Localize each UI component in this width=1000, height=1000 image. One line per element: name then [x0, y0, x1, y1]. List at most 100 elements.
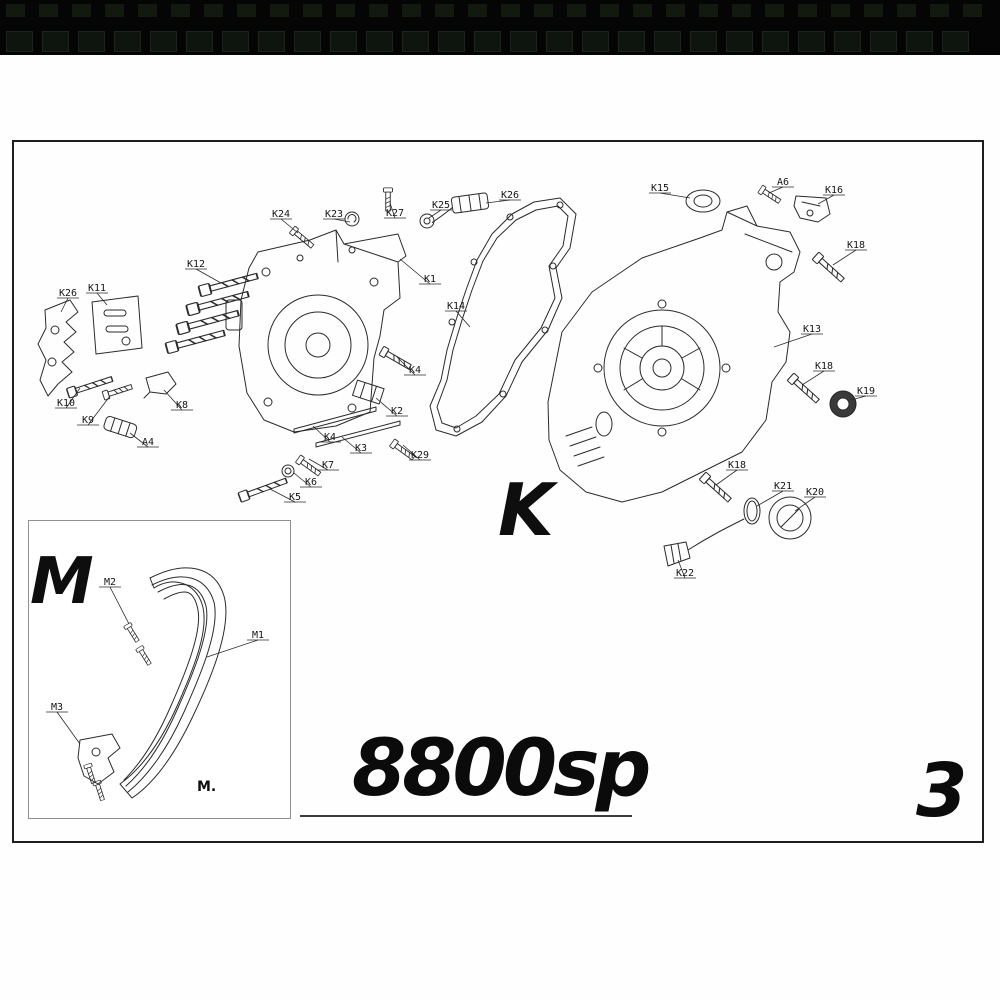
part-spike-plate — [37, 299, 79, 397]
film-frame — [582, 31, 609, 52]
svg-text:K11: K11 — [88, 283, 106, 294]
svg-text:K12: K12 — [187, 259, 205, 270]
film-frame — [474, 31, 501, 52]
film-frame — [270, 4, 289, 17]
film-frame — [204, 4, 223, 17]
filmstrip-row-bottom — [0, 31, 1000, 52]
svg-text:K5: K5 — [289, 492, 301, 503]
part-label-k2: K2 — [375, 397, 408, 417]
svg-text:K19: K19 — [857, 386, 875, 397]
film-frame — [171, 4, 190, 17]
film-frame — [633, 4, 652, 17]
film-frame — [336, 4, 355, 17]
part-label-k10: K10 — [55, 387, 81, 409]
part-front-handle — [119, 567, 227, 799]
svg-text:K1: K1 — [424, 274, 436, 285]
page-border-frame — [12, 140, 984, 843]
svg-text:K13: K13 — [803, 324, 821, 335]
film-frame — [78, 31, 105, 52]
film-frame — [831, 4, 850, 17]
part-oil-cap — [685, 189, 721, 213]
svg-text:K14: K14 — [447, 301, 465, 312]
part-rod-k3 — [315, 420, 401, 448]
film-frame — [510, 31, 537, 52]
film-frame — [369, 4, 388, 17]
svg-text:A6: A6 — [777, 177, 789, 188]
part-gasket — [429, 197, 577, 437]
film-frame — [435, 4, 454, 17]
part-label-k27: K27 — [384, 202, 406, 219]
film-frame — [864, 4, 883, 17]
part-label-m3: M3 — [46, 702, 81, 745]
svg-text:K15: K15 — [651, 183, 669, 194]
film-frame — [468, 4, 487, 17]
part-label-k3: K3 — [341, 436, 372, 454]
part-latch-lever — [143, 371, 177, 399]
part-seal — [829, 390, 857, 418]
part-bracket — [793, 195, 831, 223]
part-label-k5: K5 — [269, 488, 306, 503]
part-screw-k12-3 — [175, 307, 241, 336]
svg-text:K24: K24 — [272, 209, 290, 220]
svg-text:K26: K26 — [501, 190, 519, 201]
film-frame — [150, 31, 177, 52]
part-label-k1: K1 — [399, 258, 441, 285]
part-screw-k9 — [101, 381, 134, 401]
part-screw-k7 — [294, 454, 323, 479]
film-frame — [690, 31, 717, 52]
film-frame — [105, 4, 124, 17]
film-frame — [798, 31, 825, 52]
filmstrip — [0, 0, 1000, 55]
inset-letter-m: M — [30, 545, 94, 619]
film-frame — [798, 4, 817, 17]
part-label-k15: K15 — [649, 183, 691, 199]
svg-text:K2: K2 — [391, 406, 403, 417]
part-label-k24: K24 — [270, 209, 299, 234]
part-screw-k12-1 — [197, 269, 260, 298]
film-frame — [186, 31, 213, 52]
svg-text:K7: K7 — [322, 460, 334, 471]
part-label-k26: K26 — [485, 190, 521, 204]
film-frame — [366, 31, 393, 52]
part-screw-a6 — [757, 184, 783, 206]
title-underline — [300, 815, 632, 817]
part-label-a4: A4 — [129, 432, 159, 448]
part-label-a6: A6 — [768, 177, 794, 194]
svg-text:M2: M2 — [104, 577, 116, 588]
part-label-k22: K22 — [674, 559, 696, 579]
part-screw-k12-2 — [185, 288, 251, 317]
part-retainer — [663, 518, 745, 567]
part-label-k16: K16 — [817, 185, 845, 205]
part-label-k26: K26 — [57, 288, 79, 313]
part-label-k12: K12 — [185, 259, 222, 284]
film-frame — [726, 31, 753, 52]
part-fuel-cap — [768, 496, 812, 540]
part-left-crankcase — [225, 229, 407, 433]
film-frame — [303, 4, 322, 17]
film-frame — [6, 4, 25, 17]
part-label-k4: K4 — [312, 425, 341, 443]
film-frame — [237, 4, 256, 17]
film-frame — [765, 4, 784, 17]
film-frame — [6, 31, 33, 52]
film-frame — [906, 31, 933, 52]
part-label-k21: K21 — [756, 481, 794, 507]
film-frame — [39, 4, 58, 17]
part-label-k7: K7 — [308, 458, 339, 471]
svg-text:K6: K6 — [305, 477, 317, 488]
film-frame — [546, 31, 573, 52]
model-title: 8800sp — [352, 724, 651, 814]
svg-text:A4: A4 — [142, 437, 154, 448]
film-frame — [258, 31, 285, 52]
part-block — [352, 379, 385, 405]
svg-text:K20: K20 — [806, 487, 824, 498]
part-screw-k10 — [65, 373, 115, 399]
film-frame — [666, 4, 685, 17]
film-frame — [870, 31, 897, 52]
film-frame — [501, 4, 520, 17]
film-frame — [699, 4, 718, 17]
part-label-k6: K6 — [293, 472, 322, 488]
part-screw-k5 — [237, 475, 289, 503]
film-frame — [534, 4, 553, 17]
